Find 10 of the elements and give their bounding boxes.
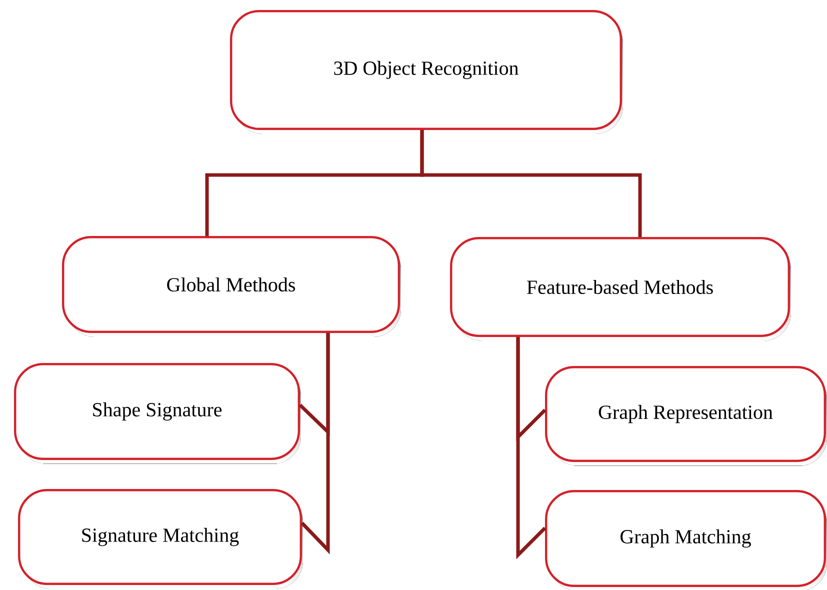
method-box: Shape Signature (14, 363, 301, 464)
method-box: Feature-based Methods (450, 237, 791, 341)
method-box: Global Methods (62, 236, 401, 337)
method-box: Signature Matching (18, 489, 303, 589)
connector-line (516, 337, 546, 560)
title-box: 3D Object Recognition (230, 10, 623, 134)
method-box: Graph Matching (545, 490, 827, 590)
connector-line (300, 333, 330, 554)
connector-line (420, 130, 642, 237)
method-box: Graph Representation (545, 366, 827, 466)
